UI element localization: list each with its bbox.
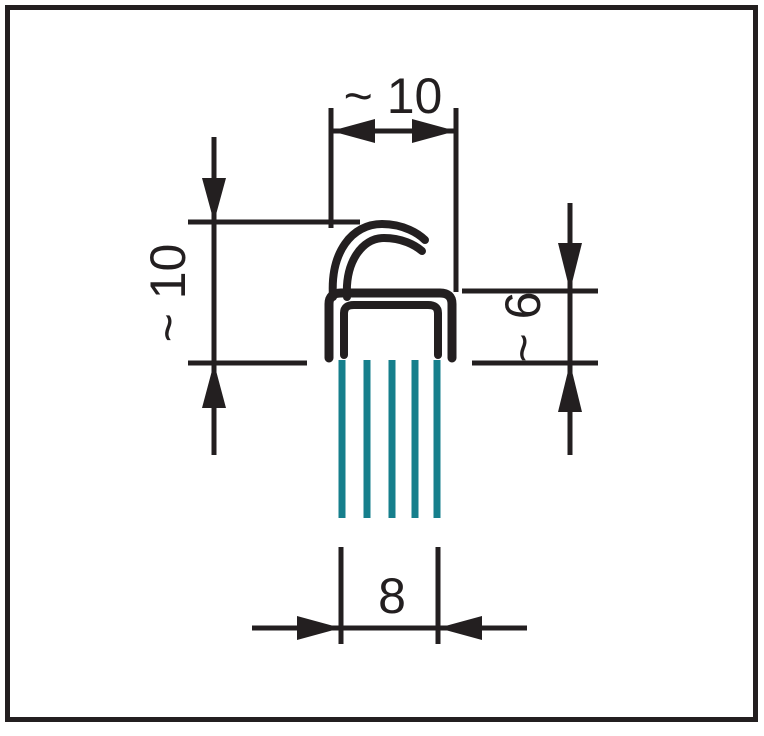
dimension-label-height-right: ~ 6 [495,292,551,363]
dimension-label-width-top: ~ 10 [344,68,443,124]
arrowhead-right [412,119,456,143]
profile-channel-inner-wall [340,301,442,359]
dimension-height-left: ~ 10 [140,137,360,455]
dimension-label-height-left: ~ 10 [140,244,196,343]
profile-hook-inner [342,234,426,301]
arrowhead-top [202,178,226,222]
arrowhead-left [297,616,341,640]
profile-hook-outer [328,220,429,301]
arrowhead-right [438,616,482,640]
dimension-height-right: ~ 6 [462,203,598,455]
dimension-width-bottom: 8 [252,547,527,644]
drawing-border-frame [5,5,758,722]
dimension-width-top: ~ 10 [328,68,459,292]
profile-channel-outer-wall [324,288,457,363]
arrowhead-bottom [202,363,226,408]
arrowhead-left [331,119,375,143]
arrowhead-bottom [558,363,582,412]
arrowhead-top [558,243,582,291]
dimension-label-width-bottom: 8 [378,568,406,624]
